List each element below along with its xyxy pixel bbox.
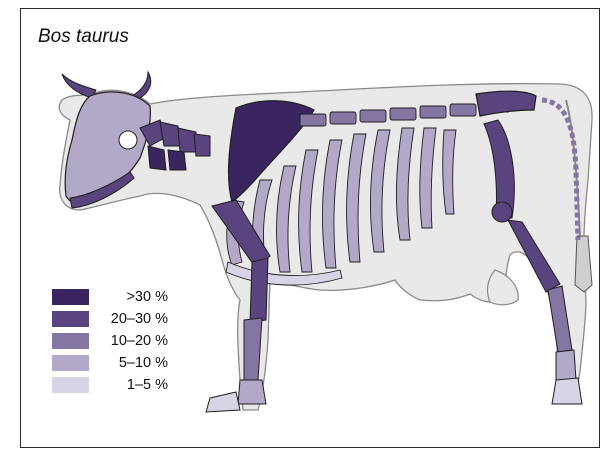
- eye-socket: [119, 131, 137, 149]
- legend-swatch: [52, 311, 89, 327]
- legend-swatch: [52, 289, 89, 305]
- legend: >30 % 20–30 % 10–20 % 5–10 % 1–5 %: [52, 286, 168, 396]
- left-horn: [62, 74, 96, 98]
- legend-label: 20–30 %: [89, 311, 168, 327]
- legend-label: 5–10 %: [89, 355, 168, 371]
- legend-item: 20–30 %: [52, 308, 168, 330]
- legend-item: 10–20 %: [52, 330, 168, 352]
- legend-item: 5–10 %: [52, 352, 168, 374]
- legend-label: 1–5 %: [89, 377, 168, 393]
- tail-tuft: [575, 236, 592, 292]
- legend-item: >30 %: [52, 286, 168, 308]
- legend-item: 1–5 %: [52, 374, 168, 396]
- udder: [488, 270, 519, 305]
- legend-label: >30 %: [89, 289, 168, 305]
- legend-swatch: [52, 377, 89, 393]
- legend-swatch: [52, 355, 89, 371]
- legend-label: 10–20 %: [89, 333, 168, 349]
- legend-swatch: [52, 333, 89, 349]
